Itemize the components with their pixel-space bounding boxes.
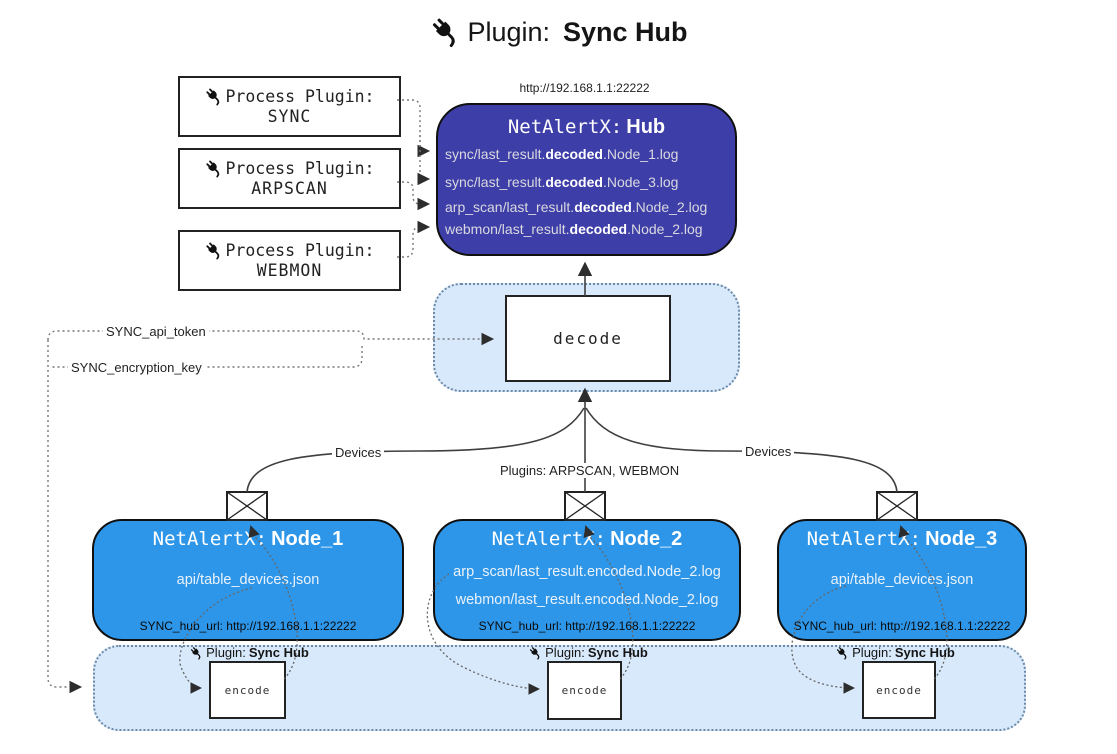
hub-name: Hub xyxy=(626,116,666,138)
edge-label-devices-left: Devices xyxy=(332,445,385,460)
edge-sync-to-hub-2 xyxy=(417,135,431,186)
decode-box: decode xyxy=(505,295,671,382)
node-file: api/table_devices.json xyxy=(830,572,974,588)
edge-webmon-to-hub xyxy=(397,220,431,258)
edge-encryption-key-to-encode xyxy=(47,340,83,694)
title-name: Sync Hub xyxy=(563,16,688,47)
envelope-icon xyxy=(876,491,918,521)
setting-api-token-label: SYNC_api_token xyxy=(103,324,209,339)
process-plugin-name: SYNC xyxy=(267,107,312,126)
node-hub-url: SYNC_hub_url: http://192.168.1.1:22222 xyxy=(139,619,357,633)
plug-icon xyxy=(204,87,223,106)
hub-file-line: arp_scan/last_result.decoded.Node_2.log xyxy=(445,199,708,215)
hub-name-prefix: NetAlertX: xyxy=(507,116,623,138)
plug-icon xyxy=(204,159,223,178)
setting-encryption-key-label: SYNC_encryption_key xyxy=(68,360,205,375)
plug-icon xyxy=(429,16,461,48)
edge-arpscan-to-hub xyxy=(397,181,431,211)
hub-url-label: http://192.168.1.1:22222 xyxy=(519,81,650,95)
envelope-icon xyxy=(564,491,606,521)
hub-file-line: webmon/last_result.decoded.Node_2.log xyxy=(445,221,703,237)
edge-node1-devices xyxy=(246,407,585,493)
hub-file-line: sync/last_result.decoded.Node_3.log xyxy=(445,174,679,190)
node-3: NetAlertX:Node_3 api/table_devices.json … xyxy=(777,519,1027,641)
node-2: NetAlertX:Node_2 arp_scan/last_result.en… xyxy=(433,519,741,641)
plug-icon xyxy=(189,646,203,660)
edge-label-plugins: Plugins: ARPSCAN, WEBMON xyxy=(497,463,683,478)
process-plugin-name: ARPSCAN xyxy=(251,179,328,198)
process-plugin-sync: Process Plugin: SYNC xyxy=(178,76,401,137)
encoder-label-3: Plugin:Sync Hub xyxy=(835,645,955,660)
process-plugin-label: Process Plugin: xyxy=(225,159,375,178)
node-file: api/table_devices.json xyxy=(176,572,320,588)
node-1: NetAlertX:Node_1 api/table_devices.json … xyxy=(92,519,404,641)
hub-file-line: sync/last_result.decoded.Node_1.log xyxy=(445,146,679,162)
node-file: webmon/last_result.encoded.Node_2.log xyxy=(455,592,719,608)
process-plugin-name: WEBMON xyxy=(256,261,323,280)
title-prefix: Plugin: xyxy=(467,16,551,47)
edge-sync-to-hub-1 xyxy=(397,99,431,158)
encode-box-1: encode xyxy=(209,661,286,719)
edge-label-devices-right: Devices xyxy=(742,444,795,459)
encoder-label-2: Plugin:Sync Hub xyxy=(528,645,648,660)
plug-icon xyxy=(204,241,223,260)
hub-node: NetAlertX:Hub sync/last_result.decoded.N… xyxy=(436,103,737,256)
node-hub-url: SYNC_hub_url: http://192.168.1.1:22222 xyxy=(793,619,1011,633)
encoder-label-1: Plugin:Sync Hub xyxy=(189,645,309,660)
plug-icon xyxy=(835,646,849,660)
process-plugin-webmon: Process Plugin: WEBMON xyxy=(178,230,401,291)
encode-box-3: encode xyxy=(862,661,936,719)
page-title: Plugin: Sync Hub xyxy=(0,16,1117,48)
node-hub-url: SYNC_hub_url: http://192.168.1.1:22222 xyxy=(478,619,696,633)
envelope-icon xyxy=(226,491,268,521)
plug-icon xyxy=(528,646,542,660)
node-file: arp_scan/last_result.encoded.Node_2.log xyxy=(453,564,721,580)
encode-box-2: encode xyxy=(547,661,622,720)
process-plugin-label: Process Plugin: xyxy=(225,87,375,106)
process-plugin-label: Process Plugin: xyxy=(225,241,375,260)
process-plugin-arpscan: Process Plugin: ARPSCAN xyxy=(178,148,401,209)
